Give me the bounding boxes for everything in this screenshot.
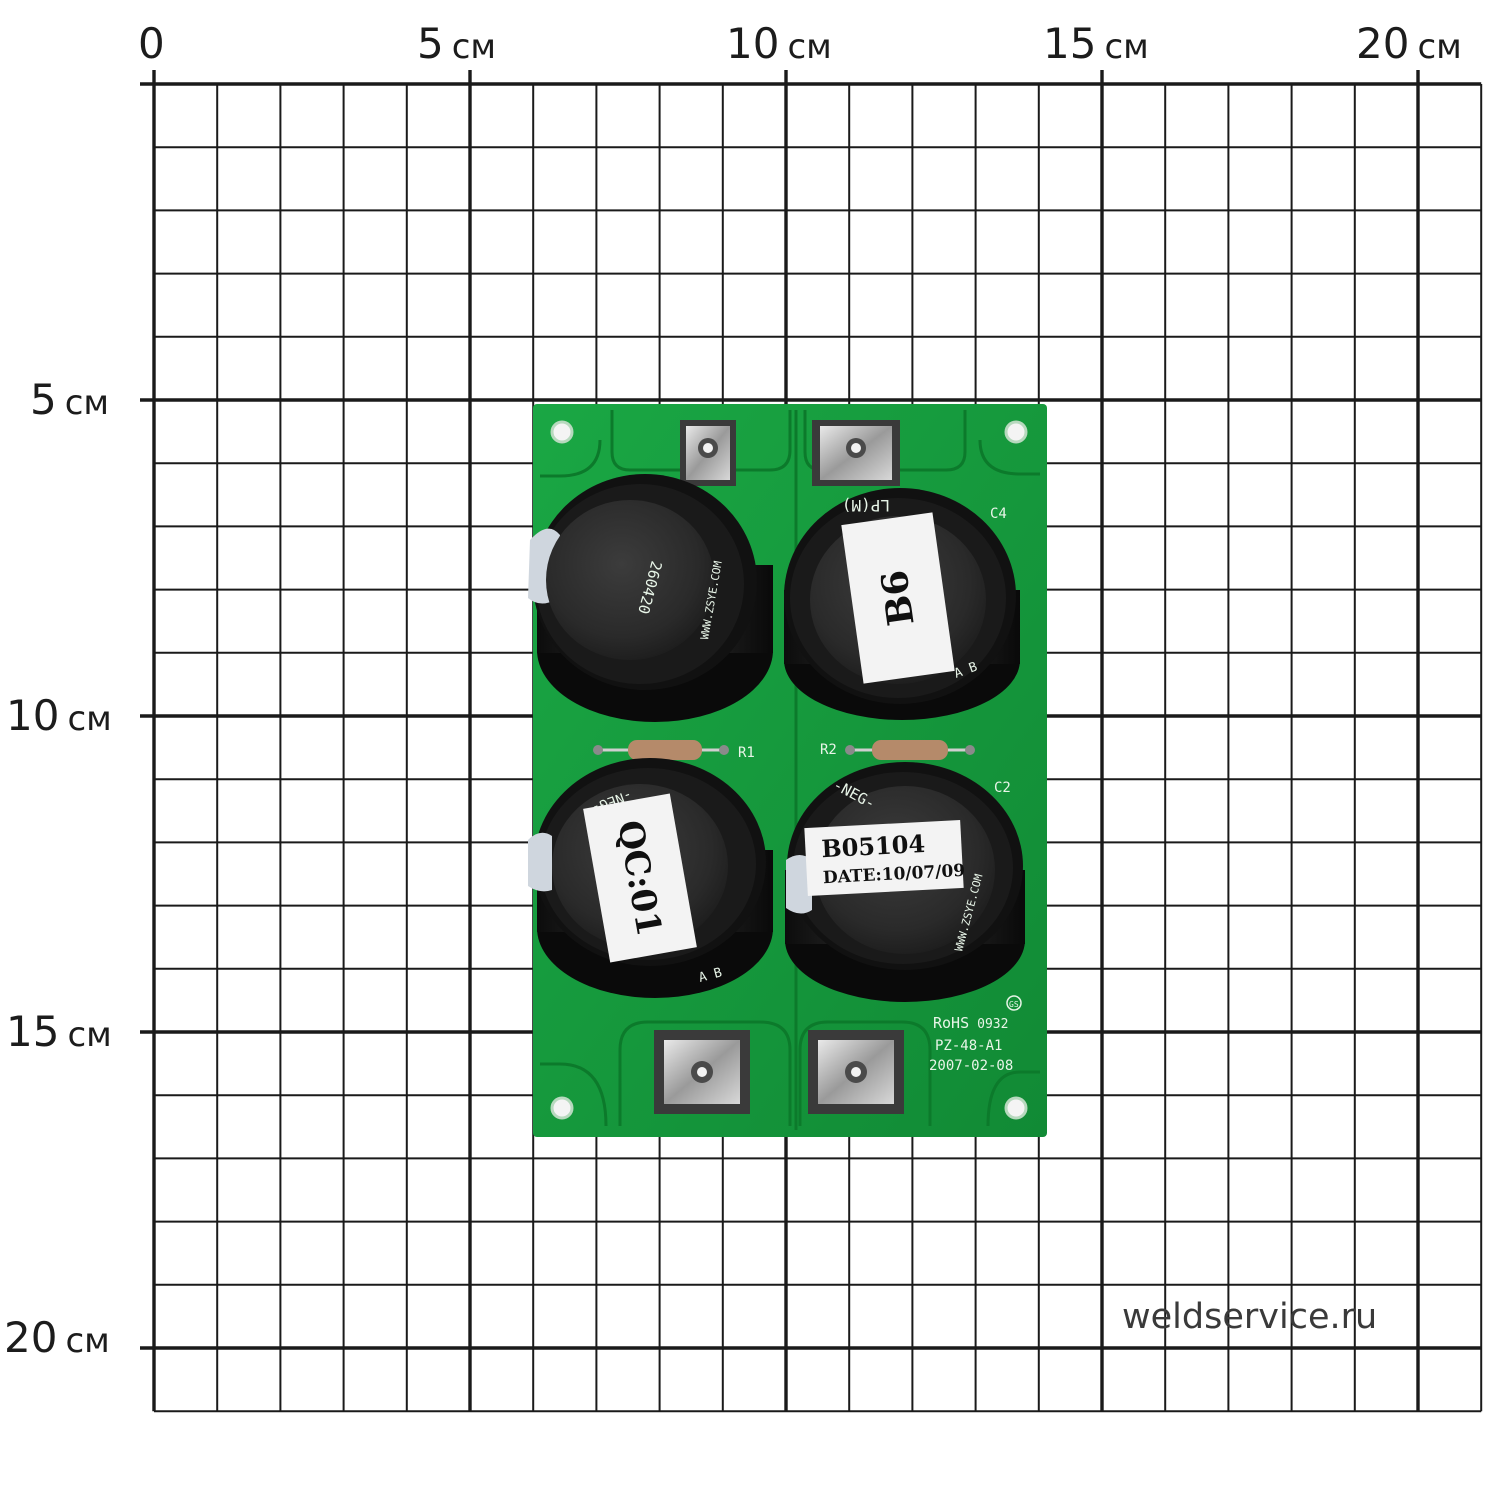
sleeve-stripe bbox=[528, 832, 552, 892]
top-left-terminal bbox=[680, 420, 736, 486]
capacitor-bottom-right: -NEG- B05104 DATE:10/07/09 WWW.ZSYE.COM bbox=[785, 762, 1025, 1002]
svg-text:B05104: B05104 bbox=[821, 829, 926, 863]
pcb-trace-outline bbox=[978, 439, 1040, 476]
mounting-hole bbox=[1004, 420, 1028, 444]
svg-text:B6: B6 bbox=[873, 568, 922, 629]
capacitor-top-face bbox=[546, 500, 714, 660]
silk-label-c4: C4 bbox=[990, 506, 1007, 522]
capacitor-sticker: QC:01 bbox=[583, 793, 697, 963]
pcb-trace-outline bbox=[986, 1070, 1040, 1127]
capacitor-sticker: B05104 DATE:10/07/09 bbox=[804, 819, 966, 897]
silk-label-r1: R1 bbox=[738, 745, 755, 761]
bottom-right-terminal bbox=[808, 1030, 904, 1114]
capacitor-bottom-left: -NEG- QC:01 A B bbox=[528, 758, 773, 998]
pcb-trace-outline bbox=[540, 1062, 608, 1127]
silk-label-r2: R2 bbox=[820, 742, 837, 758]
mounting-hole bbox=[550, 1096, 574, 1120]
resistor-r2 bbox=[845, 740, 975, 760]
resistor-r1 bbox=[593, 740, 729, 760]
silk-label-c2: C2 bbox=[994, 780, 1011, 796]
sleeve-stripe bbox=[786, 855, 812, 914]
mounting-hole bbox=[1004, 1096, 1028, 1120]
capacitor-marks: A B bbox=[697, 965, 724, 986]
capacitor-top-right: LP(M) B6 A B bbox=[784, 488, 1020, 720]
silk-label-model: PZ-48-A1 bbox=[935, 1038, 1002, 1054]
capacitor-sticker: B6 bbox=[841, 512, 955, 684]
pcb-trace-outline bbox=[618, 1020, 792, 1126]
pcb-trace-outline bbox=[540, 439, 602, 478]
pcb-trace-outline bbox=[798, 1020, 932, 1126]
site-watermark: weldservice.ru bbox=[1122, 1297, 1377, 1337]
gs-mark: GS bbox=[1006, 995, 1022, 1011]
capacitor-top-left: 260420 WWW.ZSYE.COM bbox=[528, 474, 773, 722]
top-right-terminal bbox=[812, 420, 900, 486]
silk-label-date: 2007-02-08 bbox=[929, 1058, 1013, 1074]
capacitor-brand-top: LP(M) bbox=[842, 496, 890, 515]
svg-text:GS: GS bbox=[1009, 1000, 1019, 1009]
bottom-left-terminal bbox=[654, 1030, 750, 1114]
x-label-0: 0 bbox=[138, 19, 165, 68]
mounting-hole bbox=[550, 420, 574, 444]
